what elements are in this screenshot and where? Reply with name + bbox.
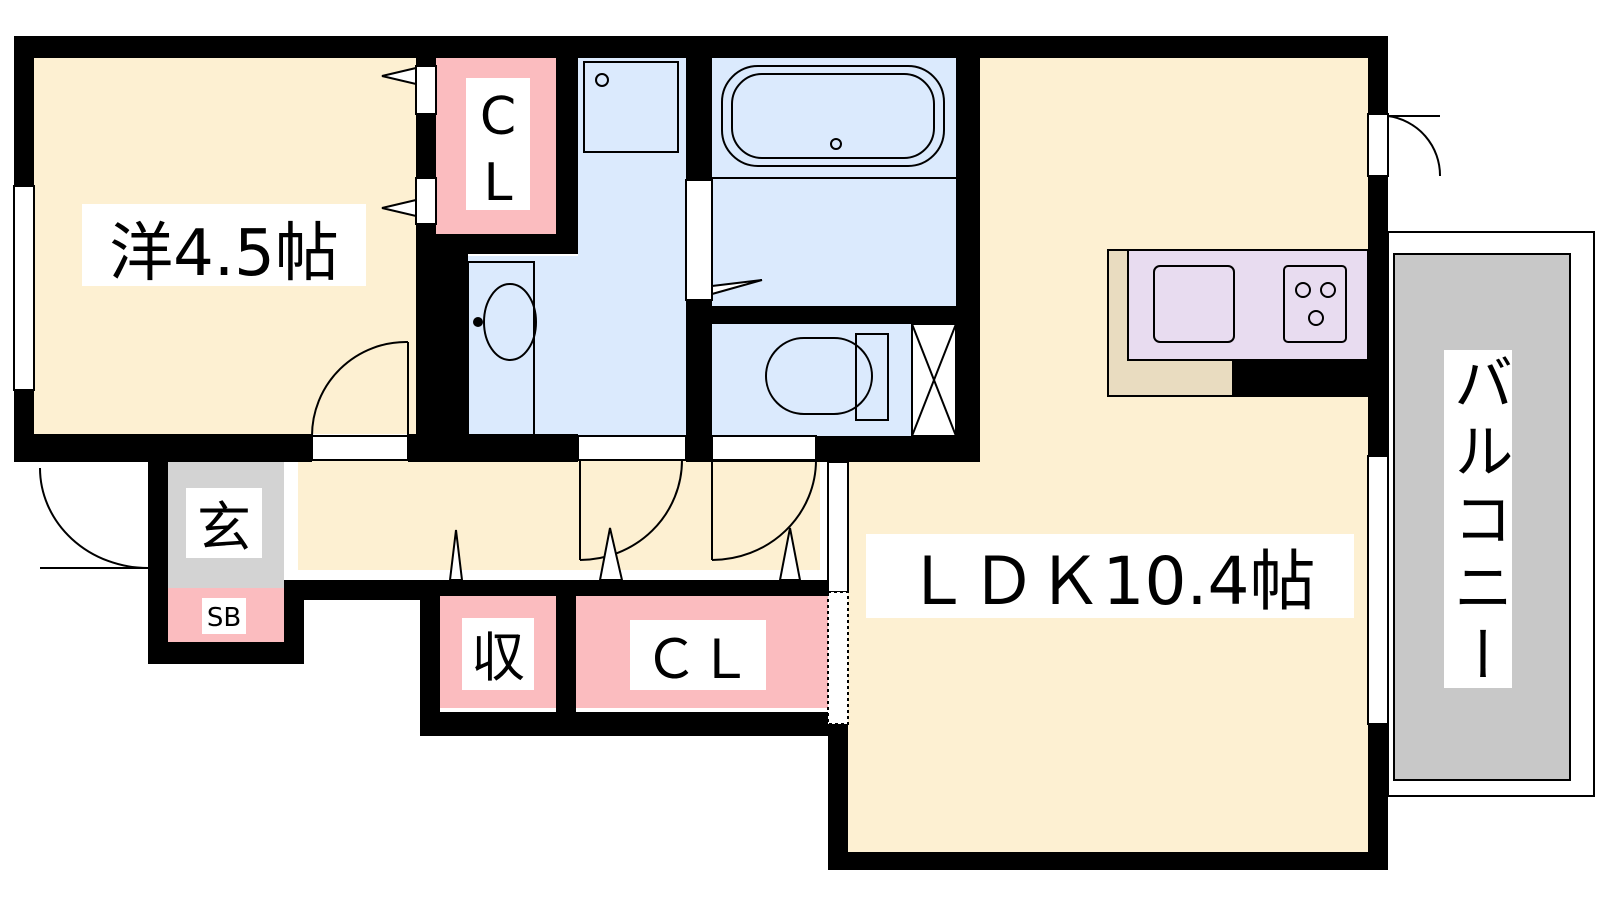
- balcony-label: バルコニー: [1443, 352, 1513, 692]
- opening-marks: [381, 66, 802, 581]
- closet-top-label-bg: [466, 78, 530, 210]
- western-label-bg: [82, 204, 366, 286]
- toilet-tank: [855, 333, 889, 421]
- doors: [39, 115, 1442, 569]
- storage-label: 収: [471, 626, 525, 689]
- burner-1: [1295, 282, 1311, 298]
- balcony-label-bg: [1444, 350, 1512, 688]
- closet-top-label-1: C: [480, 87, 516, 147]
- toilet-bowl: [765, 337, 873, 415]
- ldk-label-bg: [866, 534, 1354, 618]
- toilet-cabinet-cross-2: [911, 323, 957, 437]
- windows: [13, 65, 1389, 725]
- hallway-floor: [298, 452, 820, 570]
- bathtub-inner: [731, 73, 935, 159]
- washing-machine-space: [583, 61, 679, 153]
- closet-top-label-2: L: [484, 153, 513, 213]
- bathroom-floor: [712, 56, 956, 306]
- washbasin-faucet: [473, 317, 483, 327]
- ldk-floor-lower: [846, 450, 1368, 858]
- washer-drain: [595, 73, 609, 87]
- fridge-wall: [1232, 360, 1368, 396]
- washbasin-bowl: [483, 283, 537, 361]
- kitchen-sink: [1153, 265, 1235, 343]
- entrance-label: 玄: [197, 496, 251, 559]
- shoebox-label-bg: [202, 598, 246, 634]
- shoebox-label: SB: [207, 603, 241, 633]
- burner-3: [1308, 310, 1324, 326]
- washbasin-floor: [468, 256, 686, 436]
- ldk-label: ＬＤＫ10.4帖: [905, 543, 1316, 620]
- closet-bottom-label-bg: [630, 620, 766, 690]
- closet-bottom-label: ＣＬ: [644, 628, 752, 691]
- western-room-label: 洋4.5帖: [109, 217, 339, 291]
- bathtub-drain: [830, 138, 842, 150]
- storage-label-bg: [462, 618, 534, 690]
- walls: [14, 36, 1388, 870]
- bathtub: [721, 65, 945, 167]
- entrance-label-bg: [186, 488, 262, 558]
- stove: [1283, 265, 1347, 343]
- burner-2: [1320, 282, 1336, 298]
